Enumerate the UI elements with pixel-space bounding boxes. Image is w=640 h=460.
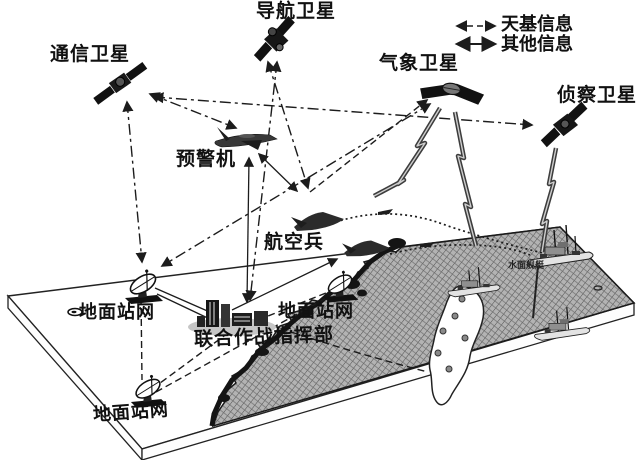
link-dish-bottom-center [155,295,331,393]
label-nav-satellite: 导航卫星 [256,0,337,22]
link-command-dish-center [257,292,327,321]
label-command-center: 联合作战指挥部 [193,323,335,351]
link-to-weathersat [309,98,429,193]
ground-dish-bottom-icon [130,374,167,408]
flight-path-2 [389,244,531,256]
island-city-dot [451,312,459,320]
label-legend-other-info: 其他信息 [501,34,573,55]
label-ground-station-center: 地面站网 [278,301,354,322]
label-surface-ships: 水面舰艇 [508,261,545,271]
link-dish-left-bottom [140,296,143,381]
island-city-dot [434,349,442,357]
link-commsat-groundstation [122,100,147,264]
label-aviation: 航空兵 [264,231,325,253]
island-city-dot [461,334,469,342]
island-city-dot [458,295,466,303]
comm-satellite-icon [93,62,148,105]
label-awacs: 预警机 [176,148,237,170]
link-dish-left-command [154,287,213,314]
link-lines [122,60,544,393]
warship-icon [534,307,591,341]
warship-icon [527,224,594,268]
label-comm-satellite: 通信卫星 [50,43,131,65]
link-commsat-awacs [148,92,238,130]
awacs-icon [214,127,278,150]
label-legend-space-info: 天基信息 [501,14,573,35]
coastline [209,242,402,427]
small-aircraft-icon [420,242,435,247]
island-city-dot [439,327,447,335]
recon-satellite-icon [540,101,588,148]
ground-dish-left-icon [125,269,163,304]
label-ground-station-bottom: 地面站网 [92,399,170,426]
command-center-icon [188,300,276,336]
weather-satellite-icon [420,82,485,105]
ground-dish-center-icon [323,270,359,303]
label-ground-station-left: 地面站网 [79,302,155,323]
label-weather-satellite: 气象卫星 [379,52,460,74]
link-command-fighter [231,258,339,311]
link-dish-bottom-command [151,332,229,390]
label-recon-satellite: 侦察卫星 [557,84,638,106]
warship-icon [447,267,501,298]
link-awacs-fighter [257,152,299,193]
island [428,285,485,406]
fighter-jet-icon [291,212,344,231]
link-awacs-command [241,156,255,304]
small-aircraft-icon [378,209,393,215]
link-command-sea [269,324,429,373]
ink-mark [67,307,83,317]
fighter-jet-icon [342,240,390,257]
lightning-downlinks [372,106,559,319]
link-commsat-reconsat [152,92,534,130]
island-city-dot [445,365,453,373]
nav-satellite-icon [253,15,295,62]
